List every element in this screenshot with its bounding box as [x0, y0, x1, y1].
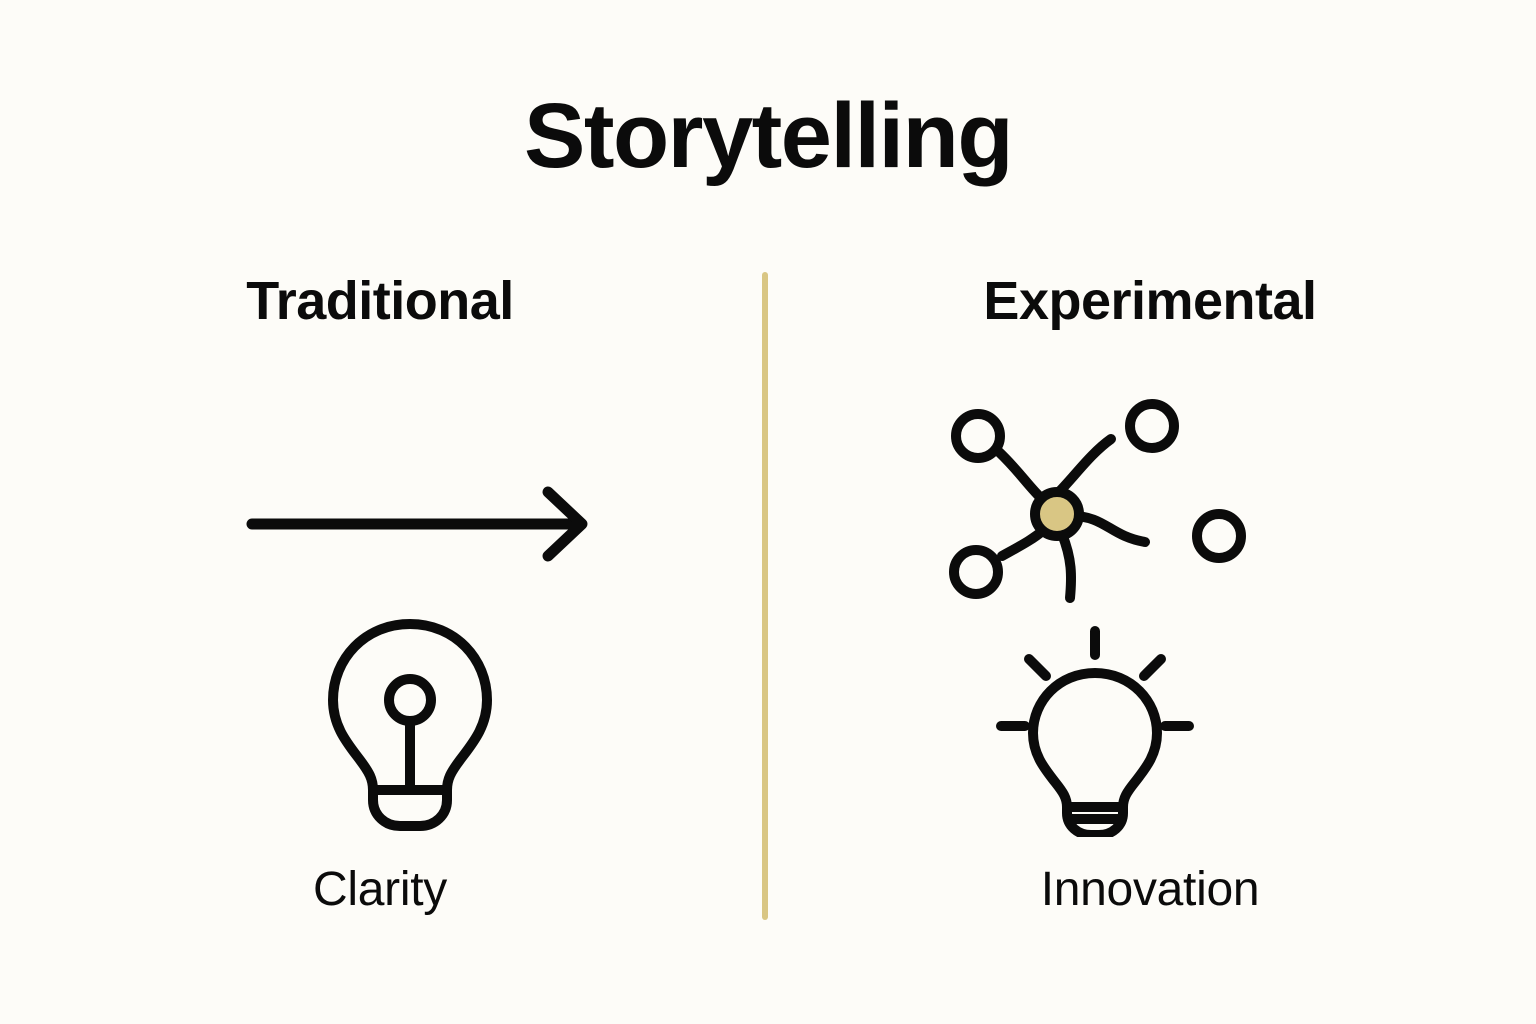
- column-divider: [762, 272, 768, 920]
- network-nodes-icon: [920, 394, 1250, 624]
- arrow-right-icon: [190, 484, 620, 564]
- column-experimental: Experimental: [800, 271, 1500, 932]
- column-heading-traditional: Traditional: [246, 271, 514, 331]
- column-heading-experimental: Experimental: [983, 271, 1317, 331]
- column-caption-innovation: Innovation: [1040, 863, 1260, 916]
- page-title: Storytelling: [523, 85, 1014, 187]
- lightbulb-glowing-icon: [985, 617, 1205, 837]
- column-caption-clarity: Clarity: [313, 863, 447, 916]
- column-traditional: Traditional: [30, 271, 730, 932]
- lightbulb-icon: [315, 612, 505, 837]
- network-hub-node: [1030, 487, 1084, 541]
